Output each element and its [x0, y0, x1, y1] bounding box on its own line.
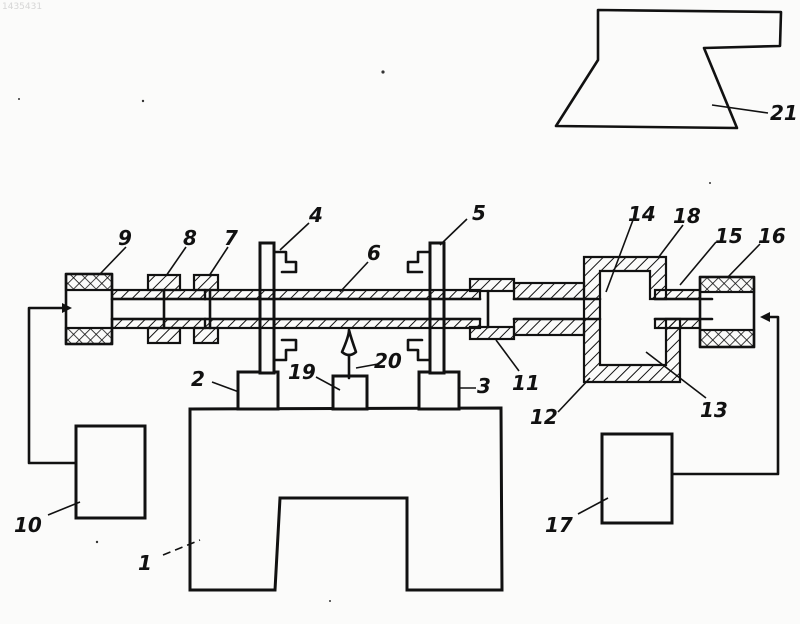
right-pipe-assembly: 11 12 13 14 18 15 16 [470, 202, 786, 429]
label-13: 13 [700, 398, 728, 422]
label-17: 17 [545, 513, 573, 537]
label-18: 18 [673, 204, 701, 228]
label-15: 15 [715, 224, 743, 248]
label-20: 20 [374, 349, 402, 373]
arrow-left-icon [760, 312, 770, 322]
base-frame-1: 1 [138, 408, 502, 590]
label-2: 2 [191, 367, 205, 391]
label-9: 9 [118, 226, 132, 250]
label-4: 4 [308, 203, 323, 227]
label-21: 21 [770, 101, 798, 125]
label-6: 6 [367, 241, 381, 265]
chuck-4: 4 [260, 203, 323, 373]
anvil-21: 21 [556, 10, 798, 128]
label-16: 16 [758, 224, 786, 248]
label-12: 12 [530, 405, 558, 429]
label-11: 11 [512, 371, 540, 395]
label-19: 19 [288, 360, 316, 384]
burner-flame-20: 20 [342, 330, 402, 378]
label-5: 5 [472, 201, 486, 225]
label-7: 7 [224, 226, 238, 250]
label-3: 3 [477, 374, 491, 398]
label-10: 10 [14, 513, 42, 537]
supports: 2 19 3 [191, 360, 491, 409]
label-8: 8 [183, 226, 197, 250]
watermark-text: 1435431 [2, 2, 42, 12]
label-1: 1 [138, 551, 152, 575]
label-14: 14 [628, 202, 656, 226]
